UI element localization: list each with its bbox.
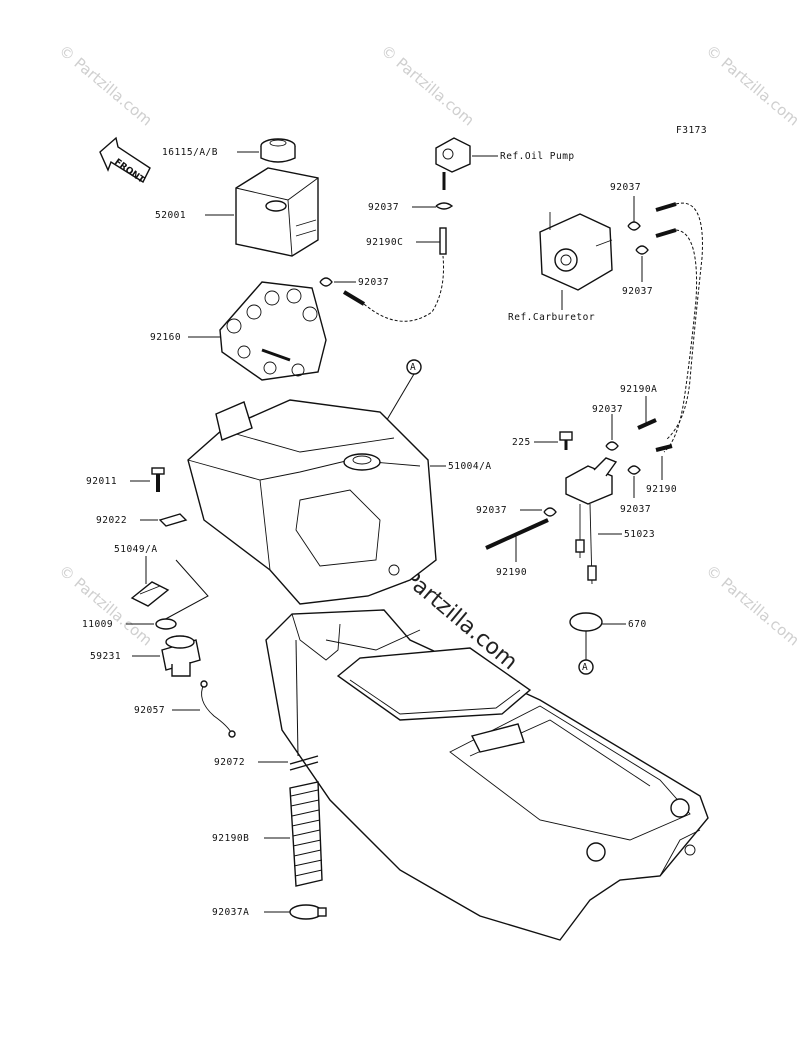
watermark-top-left: © Partzilla.com (55, 41, 155, 129)
label-52001: 52001 (155, 210, 186, 221)
label-92072: 92072 (214, 757, 245, 768)
label-59231: 59231 (90, 651, 121, 662)
watermark-top-right: © Partzilla.com (702, 41, 800, 129)
label-92037-top: 92037 (368, 202, 399, 213)
screw-225 (559, 431, 573, 450)
label-225: 225 (512, 437, 531, 448)
label-670: 670 (628, 619, 647, 630)
label-92037A: 92037A (212, 907, 249, 918)
front-arrow: FRONT (99, 136, 151, 186)
figure-code: F3173 (676, 125, 707, 136)
watermark-mid-left: © Partzilla.com (55, 561, 155, 649)
hull (265, 609, 709, 941)
label-92160: 92160 (150, 332, 181, 343)
clamp-51049 (130, 581, 170, 607)
label-92037-r2: 92037 (622, 286, 653, 297)
label-92037-mid: 92037 (358, 277, 389, 288)
tank-bracket (219, 281, 327, 381)
watermarks: © Partzilla.com © Partzilla.com © Partzi… (55, 41, 800, 675)
watermark-mid-right: © Partzilla.com (702, 561, 800, 649)
label-11009: 11009 (82, 619, 113, 630)
label-92037-r5: 92037 (620, 504, 651, 515)
label-92190-r: 92190 (646, 484, 677, 495)
label-92190B: 92190B (212, 833, 249, 844)
label-51023: 51023 (624, 529, 655, 540)
label-92037-r4: 92037 (476, 505, 507, 516)
label-92022: 92022 (96, 515, 127, 526)
fuel-cap (260, 138, 296, 163)
oil-tank (235, 167, 319, 257)
label-92057: 92057 (134, 705, 165, 716)
marker-a-top: A (410, 362, 416, 373)
watermark-top-center: © Partzilla.com (377, 41, 477, 129)
label-92037-r3: 92037 (592, 404, 623, 415)
label-51049: 51049/A (114, 544, 158, 555)
label-92190A: 92190A (620, 384, 657, 395)
fuel-petcock (565, 457, 618, 585)
clamp-92037A (289, 904, 327, 920)
oil-pump (435, 137, 471, 190)
label-92190-b: 92190 (496, 567, 527, 578)
marker-a-bottom: A (582, 662, 588, 673)
carburetor (539, 212, 613, 291)
label-51004: 51004/A (448, 461, 492, 472)
bolt-92011 (151, 467, 165, 492)
filler-neck-59231 (161, 635, 201, 677)
label-ref-carburetor: Ref.Carburetor (508, 312, 595, 323)
label-92190C: 92190C (366, 237, 403, 248)
label-16115: 16115/A/B (162, 147, 218, 158)
bellows-hose (289, 781, 323, 887)
label-92037-r1: 92037 (610, 182, 641, 193)
label-ref-oil-pump: Ref.Oil Pump (500, 151, 575, 162)
strap-92057 (200, 680, 236, 738)
fuel-tank (187, 399, 437, 605)
label-92011: 92011 (86, 476, 117, 487)
